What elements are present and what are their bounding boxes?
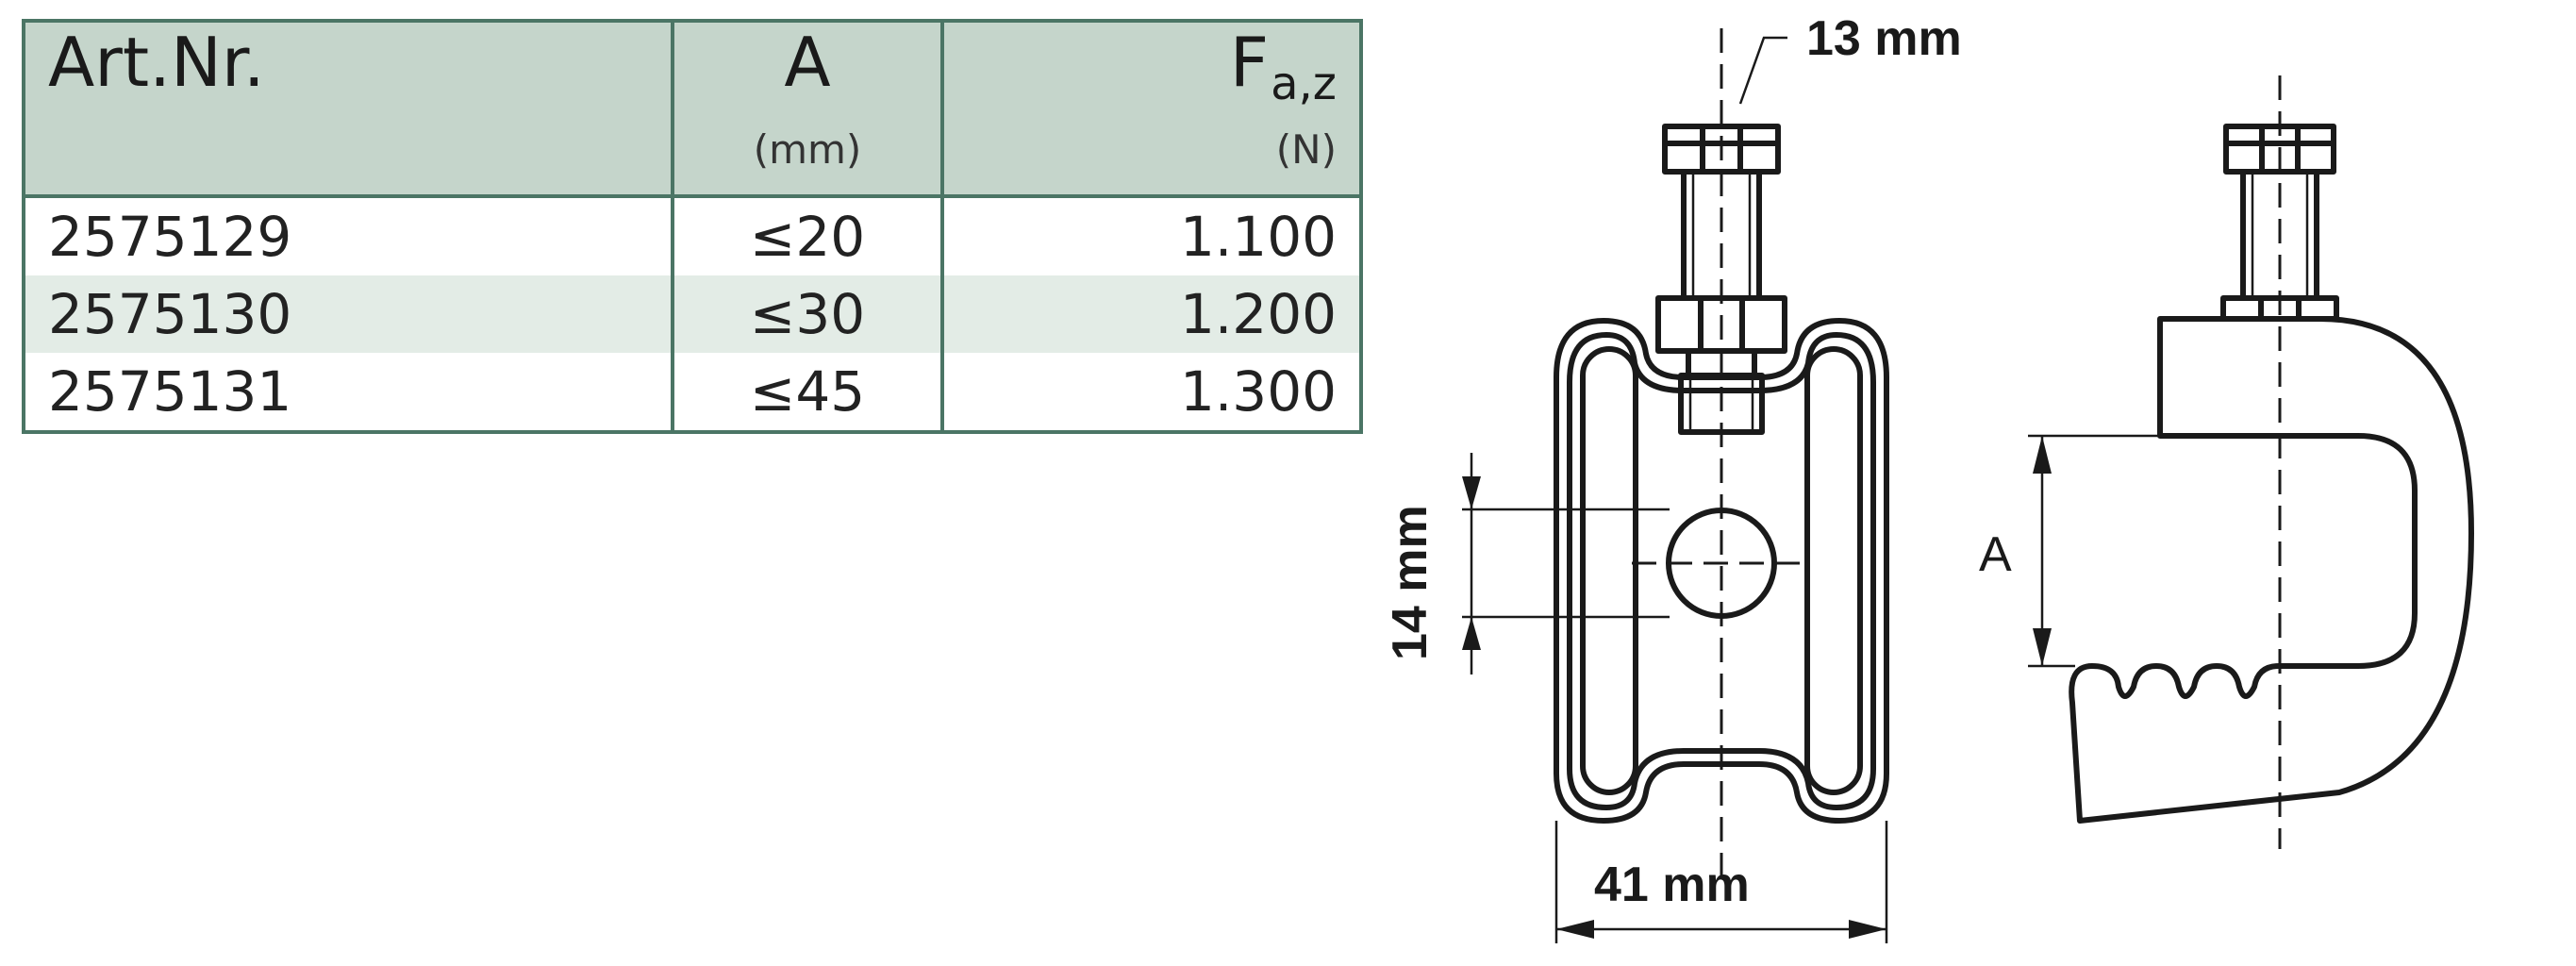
front-right-slot: [1804, 346, 1863, 795]
unit-art-nr: [22, 126, 674, 196]
table-row: 2575129 ≤20 1.100: [22, 196, 1363, 275]
cell-a: ≤45: [671, 353, 944, 432]
cell-f: 1.200: [940, 275, 1363, 353]
side-clamp-body: [2069, 316, 2474, 824]
bolt-dimension-leader: [1738, 36, 1787, 105]
cell-art-nr: 2575130: [22, 275, 674, 353]
cell-f: 1.100: [940, 196, 1363, 275]
header-art-nr: Art.Nr.: [22, 21, 674, 126]
unit-f: (N): [940, 126, 1363, 196]
spec-table: Art.Nr. A Fa,z (mm) (N) 2575129 ≤20 1.10…: [22, 19, 1363, 434]
width-dimension-label: 41 mm: [1594, 858, 1750, 912]
header-a: A: [671, 21, 944, 126]
front-clamp-body: [1554, 318, 1889, 824]
header-row: Art.Nr. A Fa,z: [22, 21, 1363, 126]
cell-a: ≤30: [671, 275, 944, 353]
unit-a: (mm): [671, 126, 944, 196]
header-f-subscript: a,z: [1271, 58, 1337, 110]
cell-a: ≤20: [671, 196, 944, 275]
table-row: 2575131 ≤45 1.300: [22, 353, 1363, 432]
cell-art-nr: 2575129: [22, 196, 674, 275]
hole-dimension-label: 14 mm: [1383, 505, 1438, 660]
technical-drawing: 13 mm 14 mm 41 mm: [1383, 11, 2474, 943]
front-view: 13 mm 14 mm 41 mm: [1383, 11, 1962, 943]
unit-row: (mm) (N): [22, 126, 1363, 196]
table-row: 2575130 ≤30 1.200: [22, 275, 1363, 353]
front-left-slot: [1580, 346, 1638, 795]
cell-f: 1.300: [940, 353, 1363, 432]
side-view: A: [1979, 75, 2474, 849]
bolt-dimension-label: 13 mm: [1806, 11, 1962, 66]
opening-dimension-label: A: [1979, 527, 2012, 582]
header-f: Fa,z: [940, 21, 1363, 126]
header-f-main: F: [1229, 23, 1270, 102]
cell-art-nr: 2575131: [22, 353, 674, 432]
